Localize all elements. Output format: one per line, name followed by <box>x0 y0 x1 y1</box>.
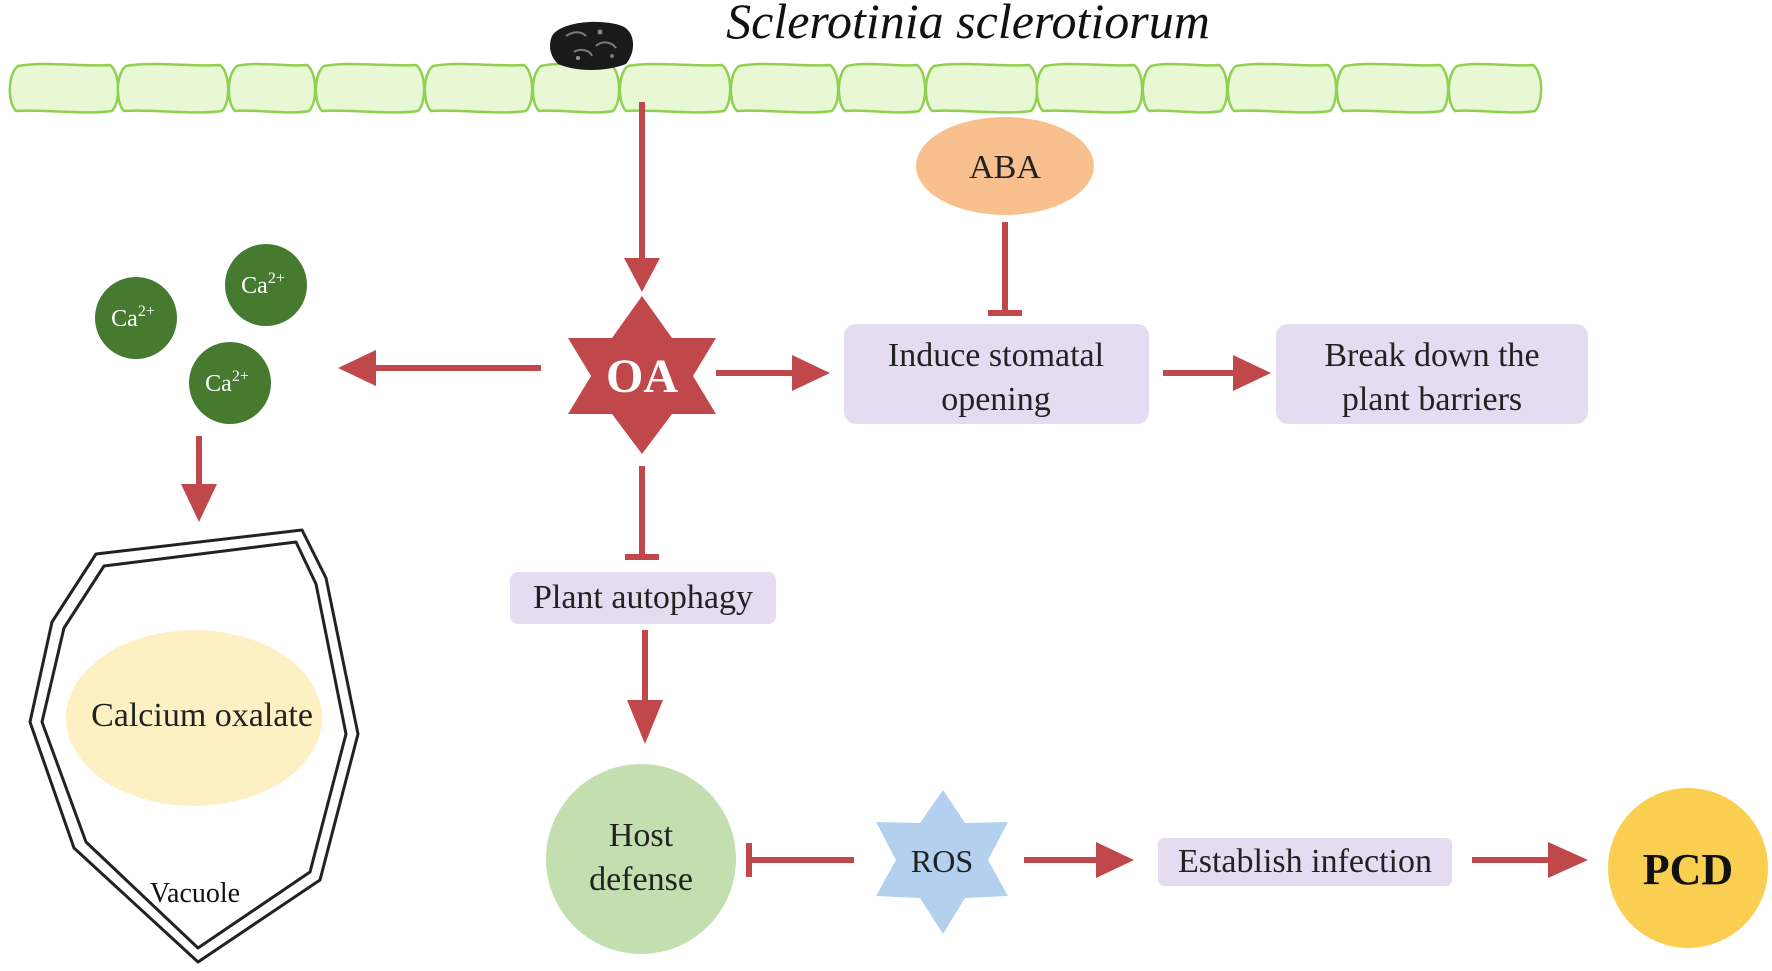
plant-barriers-node: Break down the plant barriers <box>1276 324 1588 424</box>
calcium-ion: Ca2+ <box>95 277 177 359</box>
stomatal-opening-node: Induce stomatal opening <box>844 324 1149 424</box>
autophagy-label: Plant autophagy <box>533 579 753 616</box>
oa-label: OA <box>606 350 678 403</box>
arrow-stomatal-to-barriers <box>1163 355 1271 391</box>
aba-node: ABA <box>916 117 1094 215</box>
arrow-cell-to-oa <box>624 102 660 292</box>
plant-cell <box>423 62 534 114</box>
calcium-ion: Ca2+ <box>225 244 307 326</box>
plant-autophagy-node: Plant autophagy <box>510 572 776 624</box>
oa-star-shape <box>568 296 716 454</box>
calcium-ion: Ca2+ <box>189 342 271 424</box>
pcd-label: PCD <box>1643 845 1733 894</box>
plant-cell <box>1226 62 1338 114</box>
ros-star-shape <box>876 790 1008 934</box>
plant-cell-layer <box>8 62 1543 114</box>
arrow-oa-to-stomatal <box>716 355 830 391</box>
infection-node: Establish infection <box>1158 838 1452 886</box>
arrow-calcium-to-vacuole <box>181 436 217 522</box>
stomatal-label-line2: opening <box>941 381 1051 418</box>
plant-cell <box>924 62 1039 114</box>
ca-charge-label: 2+ <box>268 270 285 287</box>
sclerotium-icon <box>550 21 634 70</box>
vacuole: Calcium oxalate Vacuole <box>28 528 360 964</box>
plant-cell <box>1035 62 1144 114</box>
connectors <box>181 102 1588 878</box>
plant-cell <box>531 62 621 114</box>
infection-label: Establish infection <box>1178 843 1432 880</box>
barriers-label-line1: Break down the <box>1324 337 1539 374</box>
inhibit-ros-to-host <box>746 843 854 877</box>
host-label-line1: Host <box>609 817 674 854</box>
arrow-oa-to-calcium <box>338 350 541 386</box>
stomatal-label-line1: Induce stomatal <box>888 337 1104 374</box>
oa-node: OA <box>568 296 716 454</box>
ca-charge-label: 2+ <box>138 303 155 320</box>
inhibit-aba-to-stomatal <box>988 222 1022 316</box>
aba-label: ABA <box>969 149 1041 186</box>
vacuole-outer-wall <box>28 528 360 964</box>
plant-cell <box>618 62 732 114</box>
ca-charge-label: 2+ <box>232 368 249 385</box>
plant-cell <box>1447 62 1543 114</box>
plant-cell <box>837 62 927 114</box>
ca-base-label: Ca <box>205 371 232 397</box>
plant-cell <box>729 62 840 114</box>
svg-text:Ca2+: Ca2+ <box>241 270 285 299</box>
host-label-line2: defense <box>589 861 693 898</box>
plant-cell <box>1141 62 1229 114</box>
plant-cell <box>8 62 120 114</box>
ca-base-label: Ca <box>111 306 138 332</box>
arrow-infection-to-pcd <box>1472 842 1588 878</box>
plant-cell <box>314 62 426 114</box>
plant-cell <box>227 62 317 114</box>
plant-cell <box>1335 62 1450 114</box>
ros-label: ROS <box>911 843 973 879</box>
calcium-oxalate-label: Calcium oxalate <box>91 697 313 734</box>
plant-cell <box>116 62 230 114</box>
vacuole-label: Vacuole <box>150 878 240 909</box>
organism-title: Sclerotinia sclerotiorum <box>726 0 1210 49</box>
host-defense-node: Host defense <box>546 764 736 954</box>
arrow-autophagy-to-host <box>627 630 663 744</box>
barriers-label-line2: plant barriers <box>1342 381 1522 418</box>
ca-base-label: Ca <box>241 273 268 299</box>
svg-text:Ca2+: Ca2+ <box>111 303 155 332</box>
inhibit-oa-to-autophagy <box>625 466 659 560</box>
svg-text:Ca2+: Ca2+ <box>205 368 249 397</box>
calcium-oxalate-deposit <box>66 630 322 806</box>
ros-node: ROS <box>876 790 1008 934</box>
vacuole-inner-wall <box>40 540 348 950</box>
pcd-node: PCD <box>1608 788 1768 948</box>
arrow-ros-to-infection <box>1024 842 1134 878</box>
